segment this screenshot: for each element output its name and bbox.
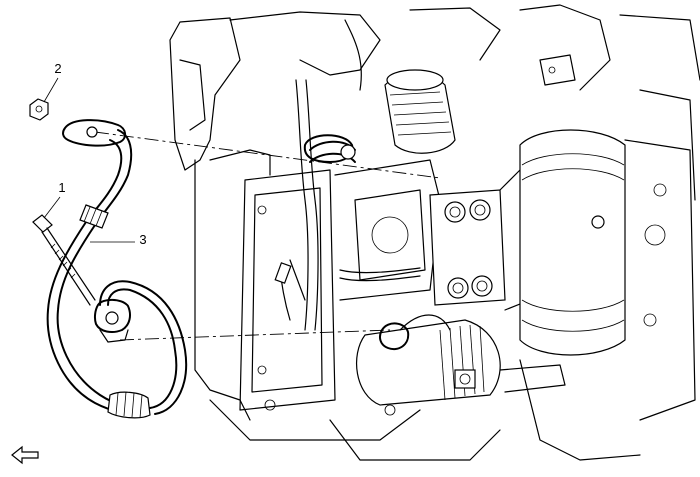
refrigerant-hose-assembly bbox=[46, 119, 188, 419]
leader-line-upper bbox=[94, 131, 441, 179]
installed-lower-fitting bbox=[379, 322, 410, 351]
callout-1: 1 bbox=[43, 180, 66, 219]
leader-line-lower bbox=[119, 329, 391, 341]
installed-upper-fitting bbox=[303, 134, 356, 163]
callout-3: 3 bbox=[90, 232, 147, 247]
callout-2: 2 bbox=[43, 61, 62, 103]
ac-compressor bbox=[429, 169, 536, 311]
starter-motor bbox=[356, 319, 566, 406]
bolt bbox=[32, 214, 96, 306]
oil-filter bbox=[384, 69, 456, 154]
svg-text:1: 1 bbox=[58, 180, 65, 195]
front-direction-arrow-icon bbox=[11, 445, 39, 465]
strut-cylinder bbox=[519, 129, 626, 356]
engine-assembly bbox=[169, 4, 700, 461]
svg-text:3: 3 bbox=[139, 232, 146, 247]
nut bbox=[29, 98, 49, 121]
svg-text:2: 2 bbox=[54, 61, 61, 76]
